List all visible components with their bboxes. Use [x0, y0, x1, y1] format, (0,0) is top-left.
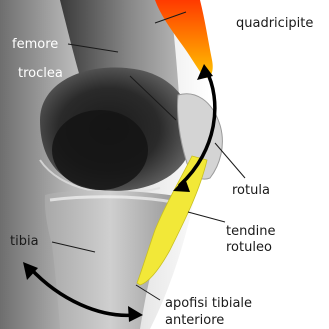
label-anteriore: anteriore — [165, 313, 224, 328]
label-apofisi-tibiale: apofisi tibiale — [165, 296, 252, 311]
label-tibia: tibia — [10, 234, 39, 249]
label-rotula: rotula — [232, 183, 270, 198]
label-rotuleo: rotuleo — [226, 240, 272, 255]
label-femore: femore — [12, 37, 58, 52]
label-tendine: tendine — [226, 224, 275, 239]
label-troclea: troclea — [18, 66, 63, 81]
label-quadricipite: quadricipite — [236, 16, 313, 31]
